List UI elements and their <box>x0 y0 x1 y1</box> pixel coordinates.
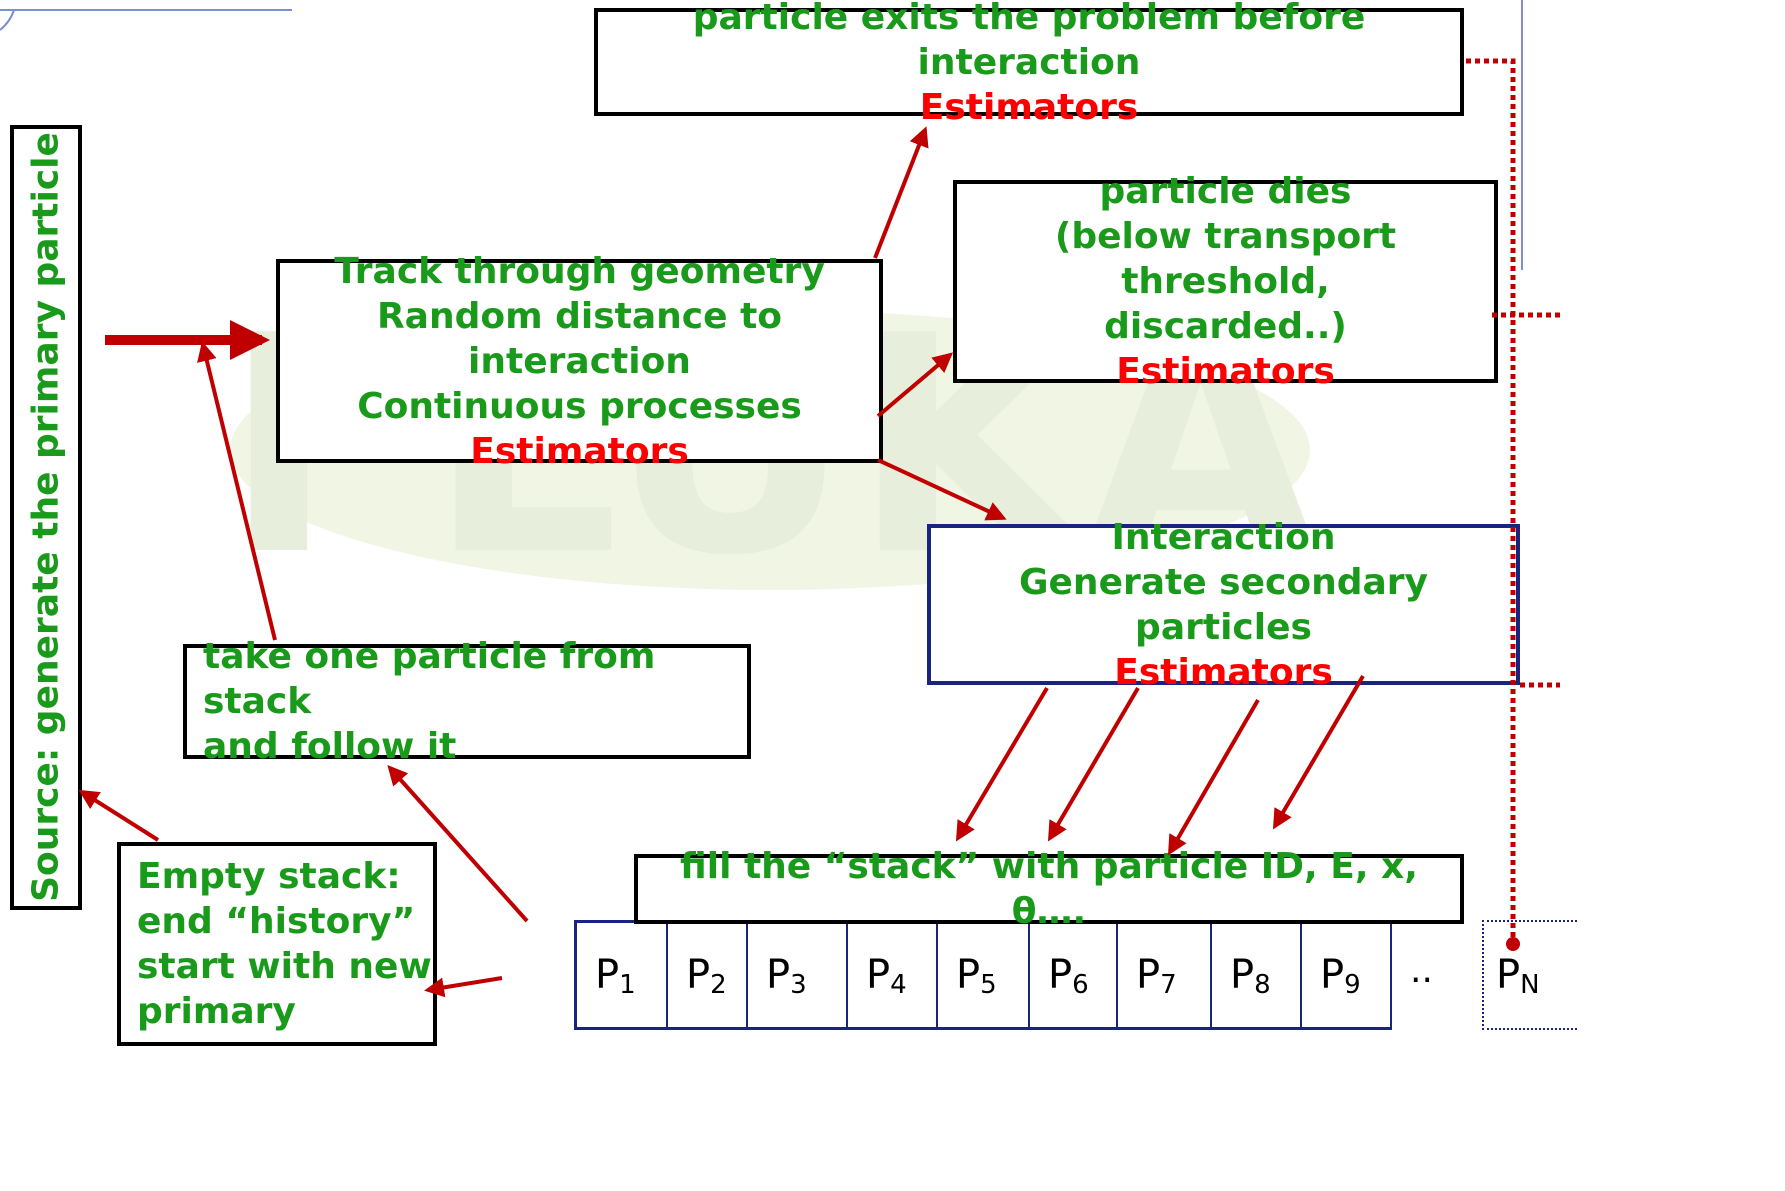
empty-line4: primary <box>137 991 296 1032</box>
interaction-line2: Generate secondary particles <box>1018 561 1429 648</box>
arrow-track-to-interaction <box>877 458 1007 521</box>
exits-box: particle exits the problem before intera… <box>594 0 1464 128</box>
interaction-line1: Interaction <box>1111 516 1336 558</box>
track-line2: Random distance to interaction <box>376 295 783 382</box>
interaction-estimators: Estimators <box>1114 651 1333 693</box>
empty-line1: Empty stack: <box>137 856 401 897</box>
stack-ellipsis: .. <box>1410 950 1433 991</box>
arrow-interaction-to-stack-4 <box>1272 674 1365 830</box>
fill-box: fill the “stack” with particle ID, E, x,… <box>634 846 1464 932</box>
dotted-exits-connector <box>1466 58 1516 940</box>
exits-text: particle exits the problem before intera… <box>692 0 1366 83</box>
take-line2: and follow it <box>203 726 457 767</box>
take-line1: take one particle from stack <box>203 636 656 722</box>
dies-line2: (below transport threshold, <box>1054 216 1397 302</box>
dies-box: particle dies (below transport threshold… <box>953 171 1498 392</box>
arrow-interaction-to-stack-1 <box>955 686 1049 842</box>
arrow-track-to-dies <box>876 352 954 418</box>
arrow-stack-to-take <box>387 765 529 923</box>
take-box: take one particle from stack and follow … <box>183 636 751 767</box>
source-box <box>10 125 82 910</box>
corner-curve <box>0 9 15 31</box>
arrow-empty-to-source <box>78 789 160 842</box>
arrow-take-to-track <box>197 341 277 641</box>
dies-line3: discarded..) <box>1104 306 1347 347</box>
exits-estimators: Estimators <box>919 86 1139 128</box>
arrow-interaction-to-stack-3 <box>1167 698 1260 856</box>
arrow-interaction-to-stack-2 <box>1047 686 1140 842</box>
track-line3: Continuous processes <box>357 385 802 427</box>
interaction-box: Interaction Generate secondary particles… <box>927 517 1520 693</box>
arrow-track-to-exits <box>873 126 929 259</box>
dies-estimators: Estimators <box>1116 351 1335 392</box>
track-line1: Track through geometry <box>334 250 825 292</box>
track-estimators: Estimators <box>470 430 689 472</box>
empty-line2: end “history” <box>137 901 416 942</box>
track-box: Track through geometry Random distance t… <box>276 251 883 472</box>
dies-line1: particle dies <box>1099 171 1352 212</box>
dotted-connector-end <box>1506 937 1520 951</box>
empty-line3: start with new <box>137 946 432 987</box>
fill-text: fill the “stack” with particle ID, E, x,… <box>680 846 1418 932</box>
arrow-stack-to-empty <box>424 976 503 998</box>
empty-stack-box: Empty stack: end “history” start with ne… <box>117 842 437 1046</box>
